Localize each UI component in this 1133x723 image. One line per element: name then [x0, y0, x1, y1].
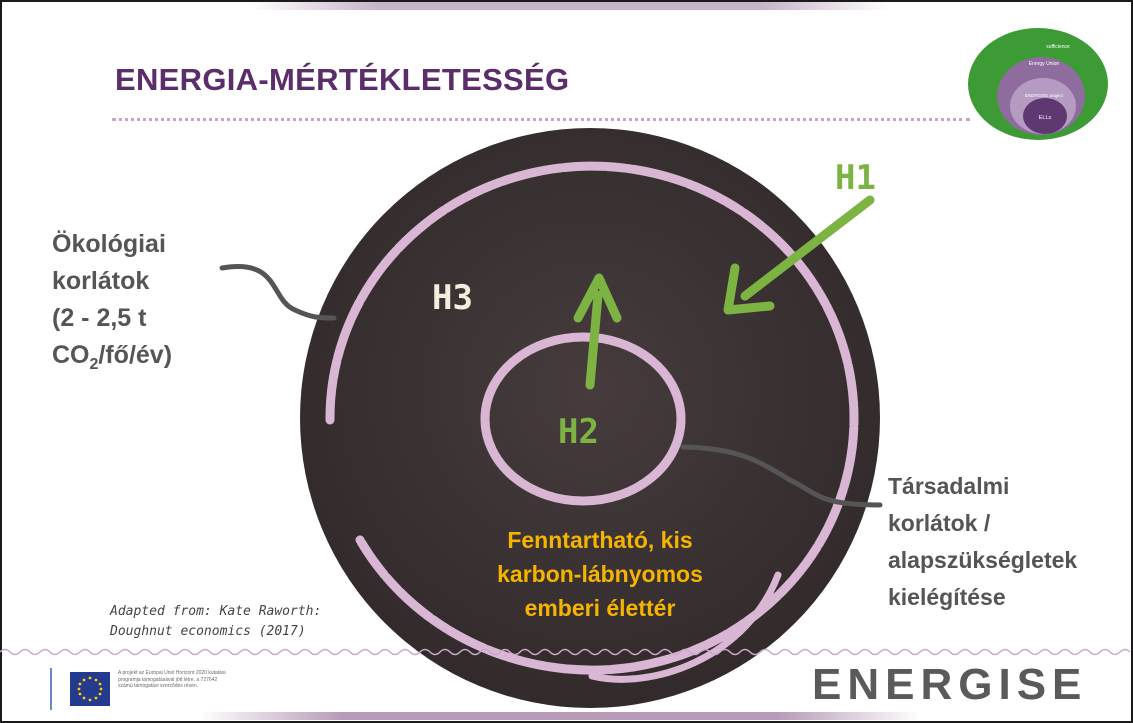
social-label-line: alapszükségletek	[888, 547, 1078, 573]
h2-arrow	[573, 273, 622, 390]
footer-wave-divider	[0, 648, 1131, 656]
h3-label: H3	[432, 278, 473, 318]
space-label-line: emberi élettér	[524, 595, 676, 621]
energise-logo: ENERGISE	[812, 660, 1088, 709]
outer-chalk-ring	[325, 161, 859, 675]
h1-label: H1	[835, 158, 876, 198]
attribution: Adapted from: Kate Raworth: Doughnut eco…	[110, 602, 321, 642]
eco-leader-line	[219, 264, 337, 321]
bottom-accent-bar	[200, 712, 920, 720]
space-label-line: Fenntartható, kis	[507, 527, 693, 553]
ecological-limits-label: Ökológiai korlátok (2 - 2,5 t CO2/fő/év)	[52, 226, 172, 383]
eco-label-line: korlátok	[52, 267, 150, 295]
social-label-line: Társadalmi	[888, 473, 1010, 499]
eco-label-line: (2 - 2,5 t	[52, 304, 147, 332]
social-limits-label: Társadalmi korlátok / alapszükségletek k…	[888, 468, 1077, 616]
eu-funding-text: A projekt az Európai Unió Horizont 2020 …	[118, 670, 226, 689]
top-accent-bar	[250, 2, 890, 10]
social-label-line: korlátok /	[888, 510, 991, 536]
social-label-line: kielégítése	[888, 584, 1006, 610]
attribution-line: Adapted from: Kate Raworth:	[110, 604, 322, 619]
project-badge: sufficience Energy Union ENERGISE projec…	[968, 28, 1108, 140]
badge-ring-sufficience: sufficience	[1046, 44, 1070, 50]
title-divider	[112, 118, 970, 121]
attribution-line: Doughnut economics (2017)	[110, 624, 306, 639]
h1-arrow	[723, 195, 875, 315]
badge-ring-ells: ELLs	[1039, 115, 1052, 121]
badge-ring-energise: ENERGISE project	[1025, 93, 1064, 98]
eu-flag-icon	[50, 668, 110, 710]
space-label-line: karbon-lábnyomos	[497, 561, 703, 587]
eco-label-line: Ökológiai	[52, 230, 166, 258]
eco-label-line: CO2/fő/év)	[52, 341, 173, 373]
safe-space-label: Fenntartható, kis karbon-lábnyomos ember…	[430, 523, 770, 625]
h2-label: H2	[558, 412, 599, 452]
slide-title: ENERGIA-MÉRTÉKLETESSÉG	[115, 62, 570, 97]
inner-chalk-ring	[480, 332, 686, 506]
badge-ring-energy-union: Energy Union	[1029, 61, 1060, 67]
social-leader-line	[680, 444, 883, 508]
outer-ring-tail	[588, 571, 782, 683]
